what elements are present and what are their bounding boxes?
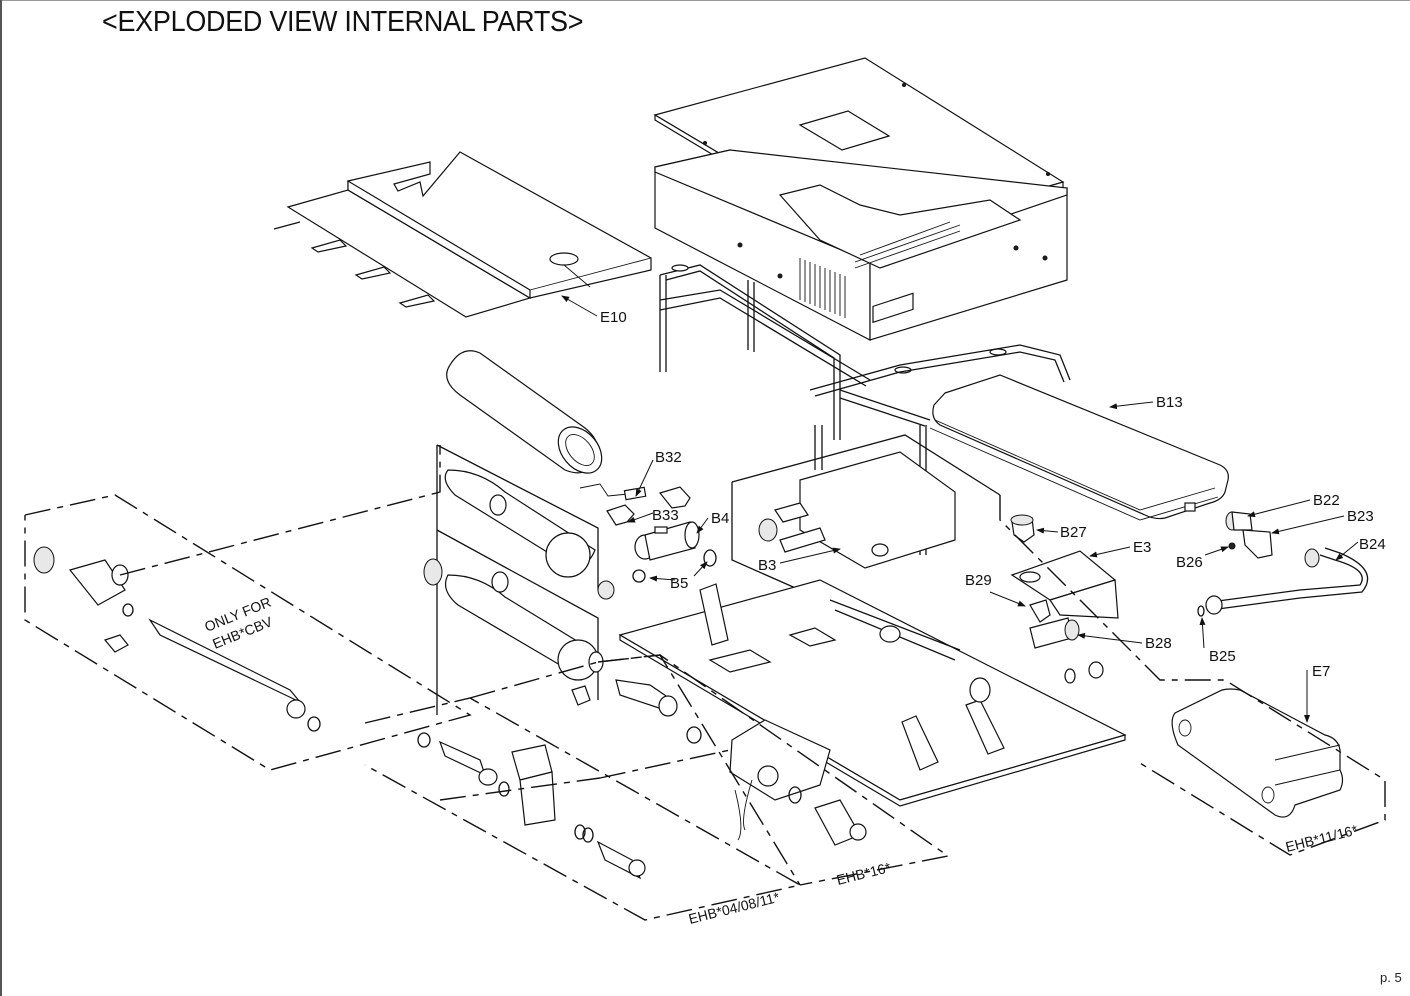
page-title: <EXPLODED VIEW INTERNAL PARTS> [102,6,584,38]
label-B26: B26 [1176,554,1203,571]
label-B23: B23 [1347,508,1374,525]
part-E10-insulation-panel[interactable] [273,151,652,318]
part-B28-pipe[interactable] [1029,617,1080,649]
page-border-top [0,0,1410,1]
part-B13-expansion-vessel[interactable] [929,374,1229,521]
part-B25-washer[interactable] [1197,605,1205,617]
part-insulation-sleeve[interactable] [446,350,611,482]
label-B28: B28 [1145,635,1172,652]
label-B5: B5 [670,575,688,592]
label-B32: B32 [655,449,682,466]
label-E10: E10 [600,309,627,326]
part-control-box[interactable] [654,149,1068,341]
page-border-left [0,0,2,996]
part-pump-valve-group[interactable] [417,732,646,880]
dashed-outline-ehb-16 [597,654,950,886]
part-B29-clip[interactable] [1029,599,1051,623]
page-number: p. 5 [1380,970,1402,985]
label-B27: B27 [1060,524,1087,541]
note-ehb-16: EHB*16* [835,859,893,888]
part-cbv-valve-assembly[interactable] [33,546,321,732]
part-B23-relief-valve[interactable] [1242,529,1273,559]
label-E3: E3 [1133,539,1151,556]
part-base-plate[interactable] [618,579,1127,807]
label-B13: B13 [1156,394,1183,411]
leader-lines [561,295,1359,723]
part-pipe-frame[interactable] [659,264,1071,555]
dashed-leader-lines [439,749,731,801]
label-B29: B29 [965,572,992,589]
part-B22-fitting[interactable] [1225,511,1253,531]
part-B26-screw[interactable] [1228,542,1236,550]
part-B24-hose[interactable] [1205,547,1369,615]
part-pump[interactable] [686,719,867,846]
part-B27-air-purge-valve[interactable] [1010,514,1035,543]
dashed-outline-ehb-11-16 [999,495,1386,856]
label-B24: B24 [1359,536,1386,553]
part-B32-thermistor[interactable] [579,483,647,501]
label-B22: B22 [1313,492,1340,509]
part-heater-vessels[interactable] [423,444,615,715]
note-ehb-11-16: EHB*11/16* [1284,821,1360,854]
part-E7-heat-exchanger[interactable] [1171,688,1344,818]
label-B25: B25 [1209,648,1236,665]
part-B4-flow-sensor[interactable] [634,521,700,561]
part-pipe-with-nut[interactable] [571,651,678,717]
label-E7: E7 [1312,663,1330,680]
part-E3-bracket[interactable] [1010,550,1119,619]
label-B33: B33 [652,507,679,524]
label-B3: B3 [758,557,776,574]
note-ehb-04-08-11: EHB*04/08/11* [687,889,782,927]
part-B3-heat-exchanger[interactable] [731,434,1001,591]
dashed-outline-ehb-04-08-11 [364,654,802,921]
dashed-outline-cbv [24,445,472,771]
part-B5-o-rings[interactable] [632,549,717,583]
label-B4: B4 [711,510,729,527]
